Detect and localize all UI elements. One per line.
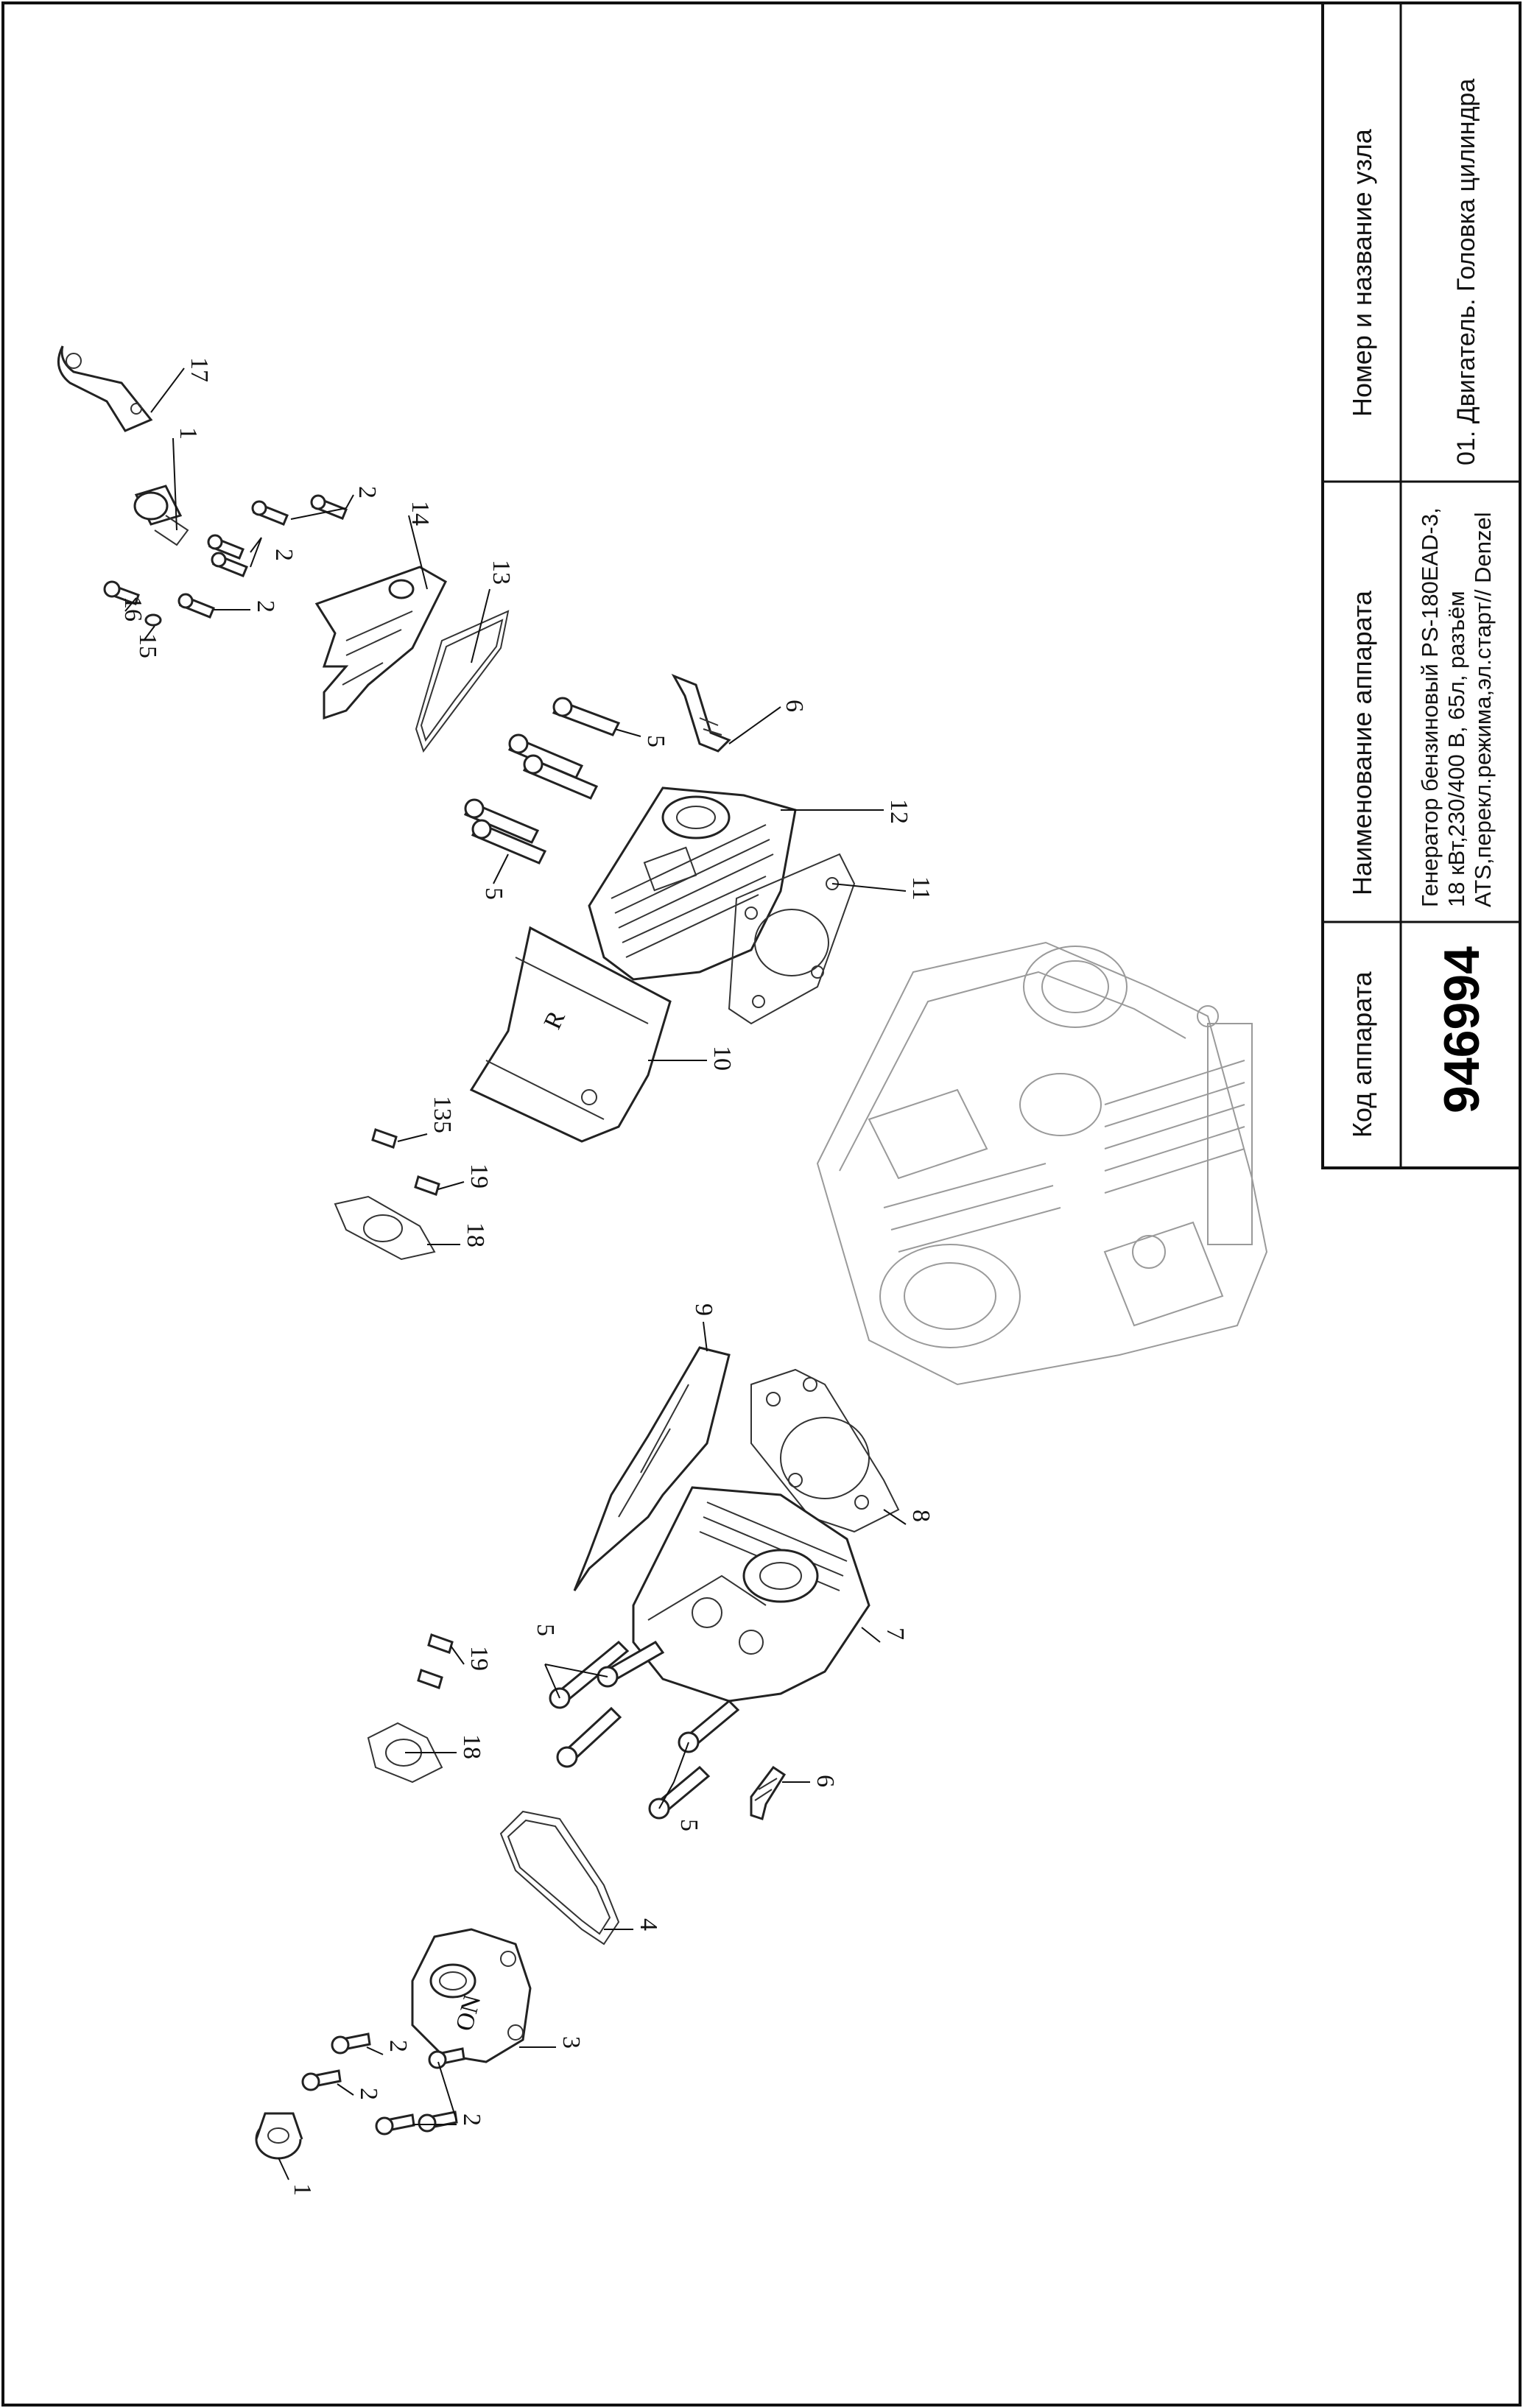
part-14-valve-cover-upper: [314, 566, 447, 720]
callout-2-lower-a: 2: [384, 2040, 412, 2052]
part-1-breather-cap-lower: [255, 2112, 303, 2160]
callout-18-upper: 18: [462, 1222, 489, 1247]
node-value: 01. Двигатель. Головка цилиндра: [1452, 79, 1480, 465]
part-2-bolts-lower: [301, 2032, 465, 2136]
callout-19-upper: 19: [465, 1163, 493, 1189]
callout-19-lower: 19: [465, 1646, 493, 1671]
part-16-bolt: [103, 580, 140, 605]
callout-6-lower: 6: [812, 1775, 839, 1787]
callout-15: 15: [134, 633, 161, 658]
callout-17: 17: [186, 357, 213, 382]
part-10-air-shroud-upper: R: [469, 926, 672, 1143]
callout-1-upper: 1: [175, 427, 202, 440]
callout-numbers: 17 1 2 2 2 16 15 14 13 6 5 5 12 11 10 13…: [119, 357, 935, 2196]
part-4-cover-gasket-lower: [499, 1810, 620, 1946]
part-12-cylinder-head-upper: [588, 786, 797, 981]
part-15-washer: [144, 613, 162, 627]
callout-14: 14: [407, 501, 434, 526]
callout-9: 9: [690, 1303, 717, 1316]
device-value-line-2: 18 кВт,230/400 В, 65л, разъём: [1443, 591, 1469, 907]
node-label: Номер и название узла: [1347, 128, 1377, 417]
part-6-spark-plug-upper: [671, 674, 731, 753]
device-label: Наименование аппарата: [1347, 590, 1377, 895]
callout-10: 10: [708, 1046, 736, 1071]
callout-5-upper-a: 5: [642, 735, 669, 747]
callout-4: 4: [635, 1918, 662, 1931]
callout-135: 135: [429, 1096, 456, 1133]
callout-6-upper: 6: [781, 700, 808, 712]
part-135-dowel-pin: [371, 1128, 398, 1149]
part-1-breather-cap-upper: [133, 485, 189, 546]
part-17-lifting-bracket: [57, 345, 153, 432]
part-18-exhaust-gasket-upper: [334, 1195, 436, 1261]
engine-block-outline: [816, 941, 1268, 1386]
callout-2-lower-b: 2: [355, 2088, 382, 2100]
device-value-line-3: ATS,перекл.режима,эл.старт// Denzel: [1470, 512, 1496, 907]
callout-11: 11: [907, 876, 935, 901]
callout-2-upper-c: 2: [252, 600, 279, 613]
callout-5-lower-b: 5: [675, 1819, 703, 1831]
part-19-dowel-pins-lower: [417, 1633, 454, 1689]
leader-lines: [124, 367, 907, 2180]
part-13-cover-gasket-upper: [415, 610, 510, 753]
part-6-spark-plug-lower: [750, 1765, 787, 1820]
callout-2-upper-b: 2: [270, 549, 298, 561]
callout-7: 7: [882, 1627, 909, 1640]
callout-1-lower: 1: [289, 2183, 316, 2196]
callout-5-lower-a: 5: [532, 1624, 559, 1636]
code-label: Код аппарата: [1347, 971, 1377, 1138]
callout-5-upper-b: 5: [480, 887, 507, 900]
part-8-head-gasket-lower: [750, 1368, 900, 1533]
part-11-head-gasket-upper: [728, 853, 856, 1025]
callout-12: 12: [885, 799, 912, 824]
callout-18-lower: 18: [458, 1734, 485, 1759]
callout-8: 8: [907, 1510, 935, 1522]
callout-13: 13: [488, 560, 515, 585]
callout-2-upper-a: 2: [354, 486, 381, 499]
title-block: Код аппарата 946994 Наименование аппарат…: [1321, 1, 1522, 1169]
callout-2-lower-c: 2: [458, 2113, 485, 2126]
part-19-dowel-pin-upper: [414, 1175, 440, 1196]
part-7-cylinder-head-lower: [632, 1486, 870, 1703]
callout-3: 3: [558, 2036, 585, 2049]
part-2-bolts-upper: [177, 494, 348, 619]
part-5-head-bolts-upper: [463, 697, 621, 865]
device-value-line-1: Генератор бензиновый PS-180EAD-3,: [1417, 507, 1443, 907]
part-9-air-shroud-lower: [573, 1346, 731, 1591]
code-value: 946994: [1434, 946, 1490, 1113]
callout-16: 16: [119, 596, 147, 622]
part-3-valve-cover-lower: ON: [411, 1928, 532, 2063]
